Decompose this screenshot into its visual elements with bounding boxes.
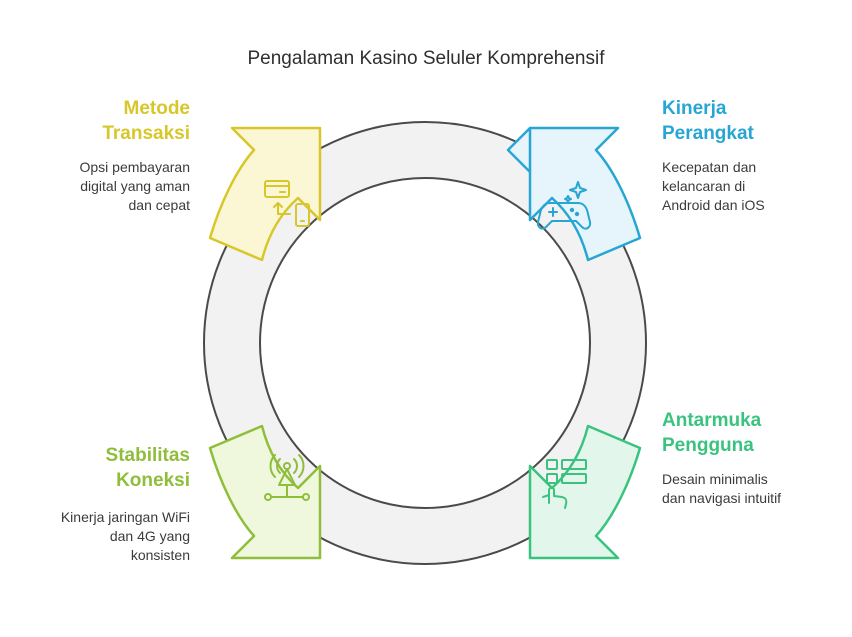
heading-kinerja-perangkat: Kinerja Perangkat xyxy=(662,96,822,146)
heading-line-2: Koneksi xyxy=(116,470,190,491)
segment-stabilitas xyxy=(208,424,322,560)
desc-line-2: dan 4G yang xyxy=(109,528,190,544)
heading-line-1: Stabilitas xyxy=(105,445,190,466)
heading-line-1: Antarmuka xyxy=(662,410,762,431)
signal-tower-icon xyxy=(264,454,310,501)
cycle-ring-fill xyxy=(205,123,645,563)
desc-line-1: Opsi pembayaran xyxy=(79,159,190,175)
desc-kinerja-perangkat: Kecepatan dan kelancaran di Android dan … xyxy=(662,158,842,215)
heading-stabilitas-koneksi: Stabilitas Koneksi xyxy=(30,443,190,493)
desc-line-1: Kinerja jaringan WiFi xyxy=(60,509,190,525)
desc-antarmuka-pengguna: Desain minimalis dan navigasi intuitif xyxy=(662,470,842,508)
desc-line-3: dan cepat xyxy=(128,197,191,213)
heading-line-1: Kinerja xyxy=(662,98,727,119)
card-phone-transfer-icon xyxy=(264,180,310,227)
heading-antarmuka-pengguna: Antarmuka Pengguna xyxy=(662,408,822,458)
desc-stabilitas-koneksi: Kinerja jaringan WiFi dan 4G yang konsis… xyxy=(0,508,190,565)
desc-line-2: digital yang aman xyxy=(80,178,190,194)
gamepad-sparkle-icon xyxy=(536,181,592,230)
desc-line-2: kelancaran di xyxy=(662,178,746,194)
heading-line-2: Transaksi xyxy=(102,123,190,144)
touch-layout-icon xyxy=(542,459,587,509)
segment-kinerja xyxy=(506,126,642,262)
segment-antarmuka xyxy=(528,424,642,560)
heading-line-1: Metode xyxy=(123,98,191,119)
desc-line-3: Android dan iOS xyxy=(662,197,765,213)
desc-line-1: Kecepatan dan xyxy=(662,159,757,175)
diagram-title: Pengalaman Kasino Seluler Komprehensif xyxy=(247,48,605,69)
heading-line-2: Pengguna xyxy=(662,435,754,456)
desc-metode-transaksi: Opsi pembayaran digital yang aman dan ce… xyxy=(0,158,190,215)
heading-line-2: Perangkat xyxy=(662,123,754,144)
desc-line-1: Desain minimalis xyxy=(662,471,768,487)
heading-metode-transaksi: Metode Transaksi xyxy=(30,96,190,146)
desc-line-3: konsisten xyxy=(130,547,190,563)
desc-line-2: dan navigasi intuitif xyxy=(662,490,782,506)
